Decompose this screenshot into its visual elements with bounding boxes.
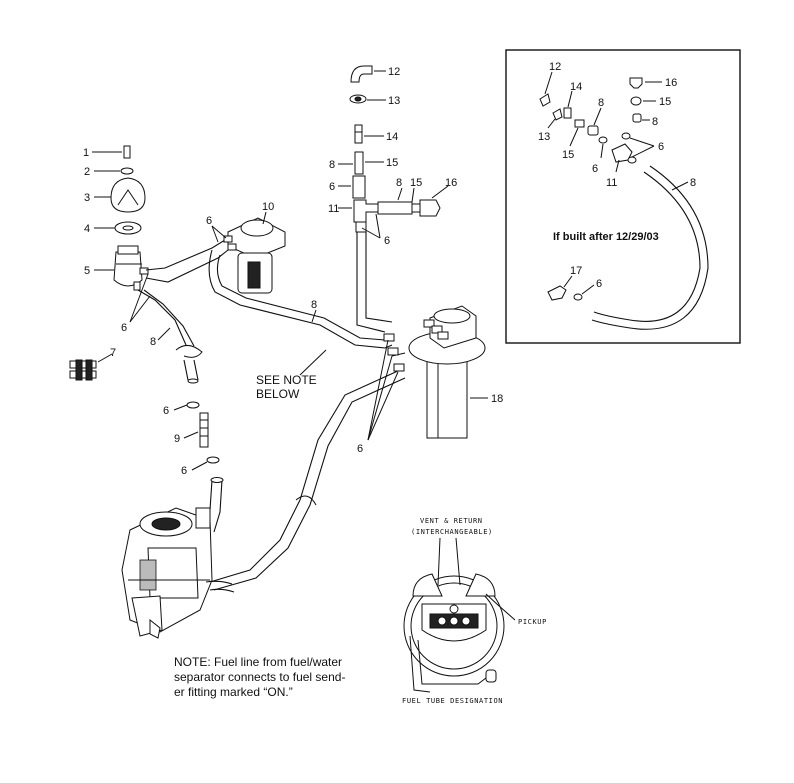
callout-7: 7	[110, 347, 116, 359]
part-4-gasket	[94, 221, 142, 235]
part-13-grommet	[349, 94, 386, 104]
callout-8-branch: 8	[396, 177, 402, 189]
callout-2: 2	[84, 166, 90, 178]
part-18-fuel-sender-tube	[408, 305, 486, 439]
callout-18: 18	[491, 393, 503, 405]
note-line-3: er fitting marked “ON.”	[174, 685, 293, 699]
callout-6-upper: 6	[163, 405, 169, 417]
inset-hose-8-b	[591, 165, 709, 330]
part-1-screw	[92, 145, 131, 159]
vent-return-label: VENT & RETURN	[420, 517, 483, 525]
note-line-2: separator connects to fuel send-	[174, 670, 345, 684]
callout-12: 12	[388, 66, 400, 78]
inset-caption: If built after 12/29/03	[553, 231, 659, 243]
callout-10: 10	[262, 201, 274, 213]
inset-callout-6-left: 6	[592, 163, 598, 175]
part-11-tee-fitting	[338, 199, 379, 223]
hose-sender-to-carb-b	[213, 377, 406, 591]
part-15-connector	[338, 151, 384, 175]
callout-4: 4	[84, 223, 90, 235]
callout-6-separator: 6	[206, 215, 212, 227]
callout-14: 14	[386, 131, 398, 143]
hose-filter-to-separator-a	[145, 239, 226, 271]
inset-callout-12: 12	[549, 61, 561, 73]
part-6-clamp-upper	[173, 401, 200, 411]
part-6-clamp-lower	[191, 456, 220, 471]
pickup-label: PICKUP	[518, 618, 547, 626]
callout-9: 9	[174, 433, 180, 445]
callout-6-filter: 6	[121, 322, 127, 334]
callout-15: 15	[386, 157, 398, 169]
part-8-15-16-branch	[377, 185, 449, 217]
hose-vertical-a	[356, 232, 386, 333]
part-8-short-hose	[338, 175, 366, 199]
hose-filter-to-carb-a	[137, 289, 187, 346]
sender-top-detail: VENT & RETURN (INTERCHANGEABLE) PICKUP F…	[402, 517, 547, 705]
callout-15-branch: 15	[410, 177, 422, 189]
hose-filter-to-carb-c	[183, 359, 199, 381]
part-3-mounting-bracket	[94, 177, 146, 213]
hose-filter-to-carb-b	[143, 289, 195, 347]
callout-8-long: 8	[311, 299, 317, 311]
callout-8-left: 8	[150, 336, 156, 348]
hose-separator-to-sender-b	[216, 254, 386, 341]
see-note-line-2: BELOW	[256, 387, 300, 401]
hose-break-mark	[175, 345, 203, 358]
inset-callout-15-right: 15	[659, 96, 671, 108]
see-note-line-1: SEE NOTE	[256, 373, 317, 387]
part-9-connector	[183, 412, 209, 448]
inset-callout-17: 17	[570, 265, 582, 277]
hose-vertical-b	[365, 232, 393, 323]
callout-13: 13	[388, 95, 400, 107]
note-line-1: NOTE: Fuel line from fuel/water	[174, 655, 342, 669]
inset-callout-8-hose: 8	[690, 177, 696, 189]
part-10-water-separator	[223, 211, 286, 294]
callout-16: 16	[445, 177, 457, 189]
inset-callout-6-lower: 6	[596, 278, 602, 290]
hose-break-mark-2	[295, 495, 317, 506]
callout-6-tee: 6	[384, 235, 390, 247]
interchangeable-label: (INTERCHANGEABLE)	[411, 528, 493, 536]
callout-11: 11	[328, 203, 339, 215]
inset-callout-13: 13	[538, 131, 550, 143]
hose-filter-to-separator-b	[145, 249, 229, 283]
inset-hose-8	[593, 171, 701, 322]
inset-callout-8-top: 8	[598, 97, 604, 109]
callout-6-vertical: 6	[329, 181, 335, 193]
part-5-fuel-filter	[94, 245, 149, 291]
part-14-fitting	[354, 124, 384, 144]
part-2-washer	[94, 167, 134, 175]
callout-1: 1	[83, 147, 89, 159]
inset-callout-16: 16	[665, 77, 677, 89]
part-12-elbow	[350, 65, 386, 83]
hose-sender-to-carb-a	[209, 369, 401, 583]
callout-6-lower: 6	[181, 465, 187, 477]
part-7-clip	[69, 353, 113, 381]
callout-3: 3	[84, 192, 90, 204]
hose-separator-to-sender-a	[208, 249, 386, 349]
fuel-tube-designation-label: FUEL TUBE DESIGNATION	[402, 697, 503, 705]
inset-callout-6-right: 6	[658, 141, 664, 153]
inset-callout-11: 11	[606, 177, 617, 189]
inset-callout-14: 14	[570, 81, 582, 93]
inset-panel-after-12-29-03: 12 14 13 15 8 6 11 6 16	[505, 49, 741, 344]
inset-callout-15-left: 15	[562, 149, 574, 161]
inset-callout-8-right: 8	[652, 116, 658, 128]
callout-8-vertical: 8	[329, 159, 335, 171]
callout-6-sender: 6	[357, 443, 363, 455]
callout-5: 5	[84, 265, 90, 277]
carburetor-assembly	[121, 507, 235, 639]
